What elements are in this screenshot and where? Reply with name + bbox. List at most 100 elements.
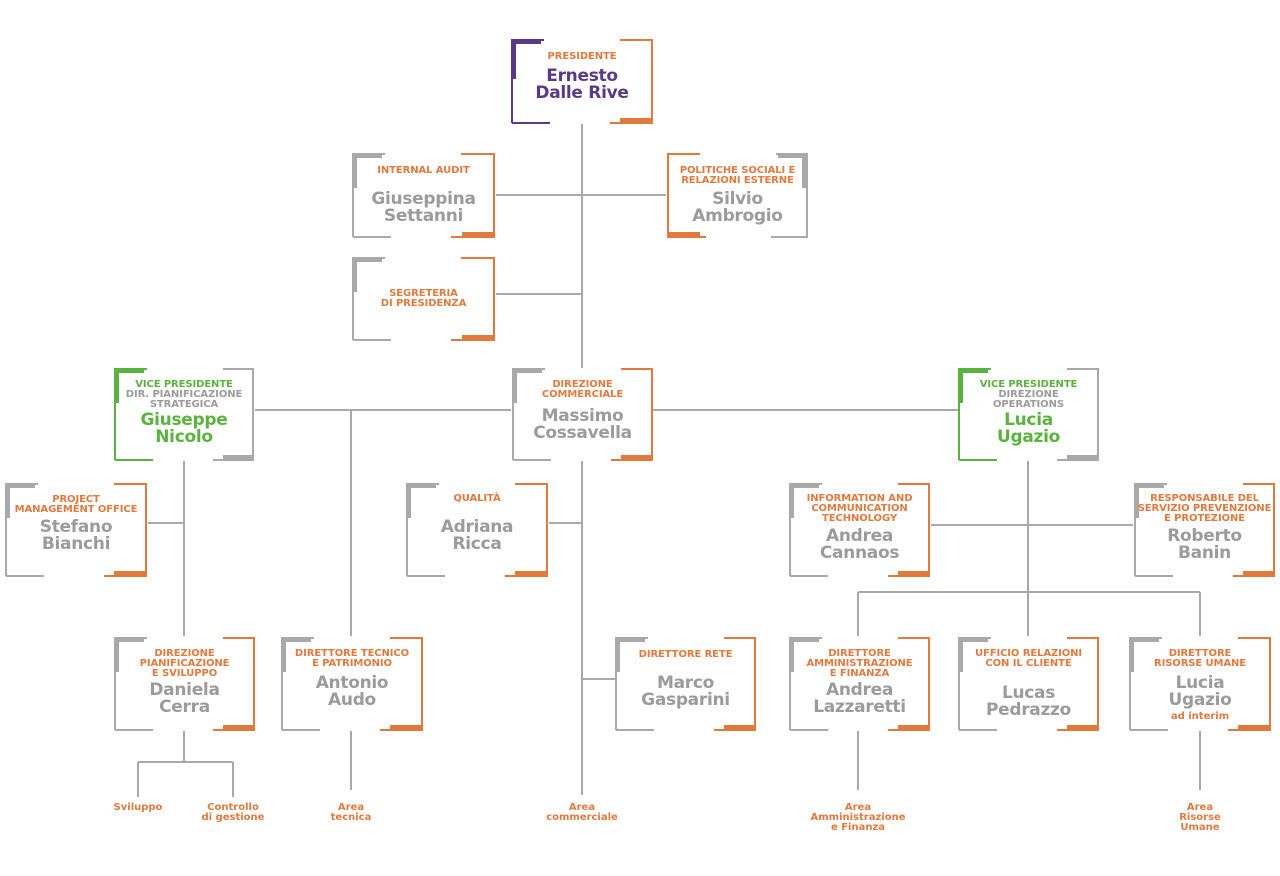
- role-label-line-2: RELAZIONI ESTERNE: [681, 175, 794, 186]
- person-name-first: Adriana: [440, 517, 514, 537]
- node-vice-presidente-pianificazione: VICE PRESIDENTE DIR. PIANIFICAZIONE STRA…: [113, 367, 255, 462]
- person-name-last: Ugazio: [996, 427, 1061, 447]
- role-label-line-2: RISORSE UMANE: [1153, 658, 1247, 669]
- role-label-line-1: PROJECT: [52, 494, 100, 505]
- area-label-line-1: Area: [844, 802, 872, 813]
- role-label-line-2: SERVIZIO PREVENZIONE: [1137, 503, 1272, 514]
- node-politiche-sociali: POLITICHE SOCIALI E RELAZIONI ESTERNE Si…: [666, 152, 809, 239]
- role-label-line-2: E PATRIMONIO: [312, 658, 392, 669]
- person-name-first: Roberto: [1167, 526, 1242, 546]
- node-direttore-amministrazione-finanza: DIRETTORE AMMINISTRAZIONE E FINANZA Andr…: [788, 636, 931, 732]
- person-name-last: Cerra: [159, 697, 210, 717]
- person-name-first: Marco: [656, 673, 715, 693]
- person-name-last: Dalle Rive: [535, 83, 629, 103]
- area-label-line-1: Area: [1186, 802, 1214, 813]
- area-label-sviluppo: Sviluppo: [98, 803, 178, 813]
- person-name-first: Lucia: [1175, 673, 1225, 693]
- person-name-first: Daniela: [149, 680, 220, 700]
- node-project-management-office: PROJECT MANAGEMENT OFFICE Stefano Bianch…: [4, 482, 148, 578]
- role-label: VICE PRESIDENTE: [979, 379, 1078, 390]
- frame-bracket: [352, 153, 495, 238]
- role-label-line-2: MANAGEMENT OFFICE: [14, 504, 138, 515]
- person-name-first: Lucia: [1004, 410, 1053, 430]
- person-name-first: Silvio: [712, 189, 763, 209]
- role-label: INTERNAL AUDIT: [377, 165, 470, 176]
- person-name-last: Pedrazzo: [985, 700, 1072, 720]
- role-label: DIRETTORE RETE: [638, 649, 733, 660]
- node-direttore-tecnico-patrimonio: DIRETTORE TECNICO E PATRIMONIO Antonio A…: [280, 636, 424, 732]
- frame-bracket: [511, 39, 653, 124]
- frame-bracket: [114, 368, 254, 461]
- node-presidente: PRESIDENTE Ernesto Dalle Rive: [510, 38, 654, 125]
- area-label-line-2: di gestione: [201, 812, 265, 823]
- role-label-line-3: E FINANZA: [829, 668, 890, 679]
- area-label-line-1: Area: [568, 802, 596, 813]
- area-label-line-2: tecnica: [330, 812, 372, 823]
- person-name-first: Giuseppe: [140, 410, 228, 430]
- area-label-tecnica: Area tecnica: [311, 803, 391, 823]
- person-name-first: Massimo: [541, 406, 624, 426]
- person-name-last: Ambrogio: [692, 206, 783, 226]
- role-label-line-1: DIREZIONE: [154, 648, 215, 659]
- frame-bracket: [789, 483, 930, 577]
- person-name-last: Gasparini: [641, 690, 730, 710]
- person-name-last: Cannaos: [819, 543, 900, 563]
- frame-bracket: [406, 483, 548, 577]
- role-label-line-1: POLITICHE SOCIALI E: [679, 165, 796, 176]
- frame-bracket: [789, 637, 930, 731]
- role-label-line-3: TECHNOLOGY: [822, 513, 897, 524]
- node-information-communication-technology: INFORMATION AND COMMUNICATION TECHNOLOGY…: [788, 482, 931, 578]
- role-label-line-1: INFORMATION AND: [806, 493, 913, 504]
- node-direzione-commerciale: DIREZIONE COMMERCIALE Massimo Cossavella: [511, 367, 654, 462]
- frame-bracket: [1129, 637, 1271, 731]
- person-name-first: Andrea: [825, 680, 893, 700]
- node-direzione-pianificazione-sviluppo: DIREZIONE PIANIFICAZIONE E SVILUPPO Dani…: [113, 636, 256, 732]
- role-label-line-3: E PROTEZIONE: [1164, 513, 1245, 524]
- role-label-line-1: DIRETTORE TECNICO: [294, 648, 410, 659]
- role-label-line-2: DI PRESIDENZA: [380, 298, 467, 309]
- area-label-line-2: Amministrazione: [810, 812, 906, 823]
- person-name-first: Antonio: [315, 673, 389, 693]
- role-label-line-1: SEGRETERIA: [389, 288, 458, 299]
- frame-bracket: [1134, 483, 1275, 577]
- role-label: VICE PRESIDENTE: [135, 379, 233, 390]
- node-vice-presidente-operations: VICE PRESIDENTE DIREZIONE OPERATIONS Luc…: [957, 367, 1100, 462]
- frame-bracket: [114, 637, 255, 731]
- area-label-line-1: Area: [337, 802, 365, 813]
- frame-bracket: [958, 368, 1099, 461]
- person-name-last: Lazzaretti: [813, 697, 906, 717]
- role-label-line-2: COMMUNICATION: [811, 503, 908, 514]
- node-servizio-prevenzione-protezione: RESPONSABILE DEL SERVIZIO PREVENZIONE E …: [1133, 482, 1276, 578]
- interim-note: ad interim: [1170, 711, 1230, 722]
- role-label-line-2: AMMINISTRAZIONE: [806, 658, 913, 669]
- role-label-line-1: DIRETTORE: [828, 648, 891, 659]
- role-label-line-1: DIREZIONE: [552, 379, 613, 390]
- role-label-line-1: UFFICIO RELAZIONI: [974, 648, 1083, 659]
- role-label: PRESIDENTE: [547, 51, 617, 62]
- person-name-first: Andrea: [825, 526, 893, 546]
- department-line-2: STRATEGICA: [149, 399, 219, 410]
- role-label-line-3: E SVILUPPO: [151, 668, 218, 679]
- area-label-amministrazione-finanza: Area Amministrazione e Finanza: [803, 803, 913, 833]
- frame-bracket: [958, 637, 1099, 731]
- role-label-line-2: PIANIFICAZIONE: [139, 658, 230, 669]
- person-name-last: Nicolo: [155, 427, 213, 447]
- node-internal-audit: INTERNAL AUDIT Giuseppina Settanni: [351, 152, 496, 239]
- area-label-line-1: Sviluppo: [113, 802, 163, 813]
- department-line-1: DIREZIONE: [998, 389, 1059, 400]
- node-direttore-rete: DIRETTORE RETE Marco Gasparini: [614, 636, 757, 732]
- frame-bracket: [352, 257, 495, 341]
- node-qualita: QUALITÀ Adriana Ricca: [405, 482, 549, 578]
- frame-bracket: [667, 153, 808, 238]
- person-name-last: Audo: [328, 690, 376, 710]
- area-label-line-3: Umane: [1180, 822, 1220, 833]
- area-label-line-2: commerciale: [546, 812, 618, 823]
- role-label-line-2: CON IL CLIENTE: [985, 658, 1072, 669]
- person-name-first: Stefano: [39, 517, 113, 537]
- frame-bracket: [281, 637, 423, 731]
- person-name-first: Lucas: [1001, 683, 1056, 703]
- area-label-line-1: Controllo: [207, 802, 259, 813]
- person-name-first: Giuseppina: [371, 189, 476, 209]
